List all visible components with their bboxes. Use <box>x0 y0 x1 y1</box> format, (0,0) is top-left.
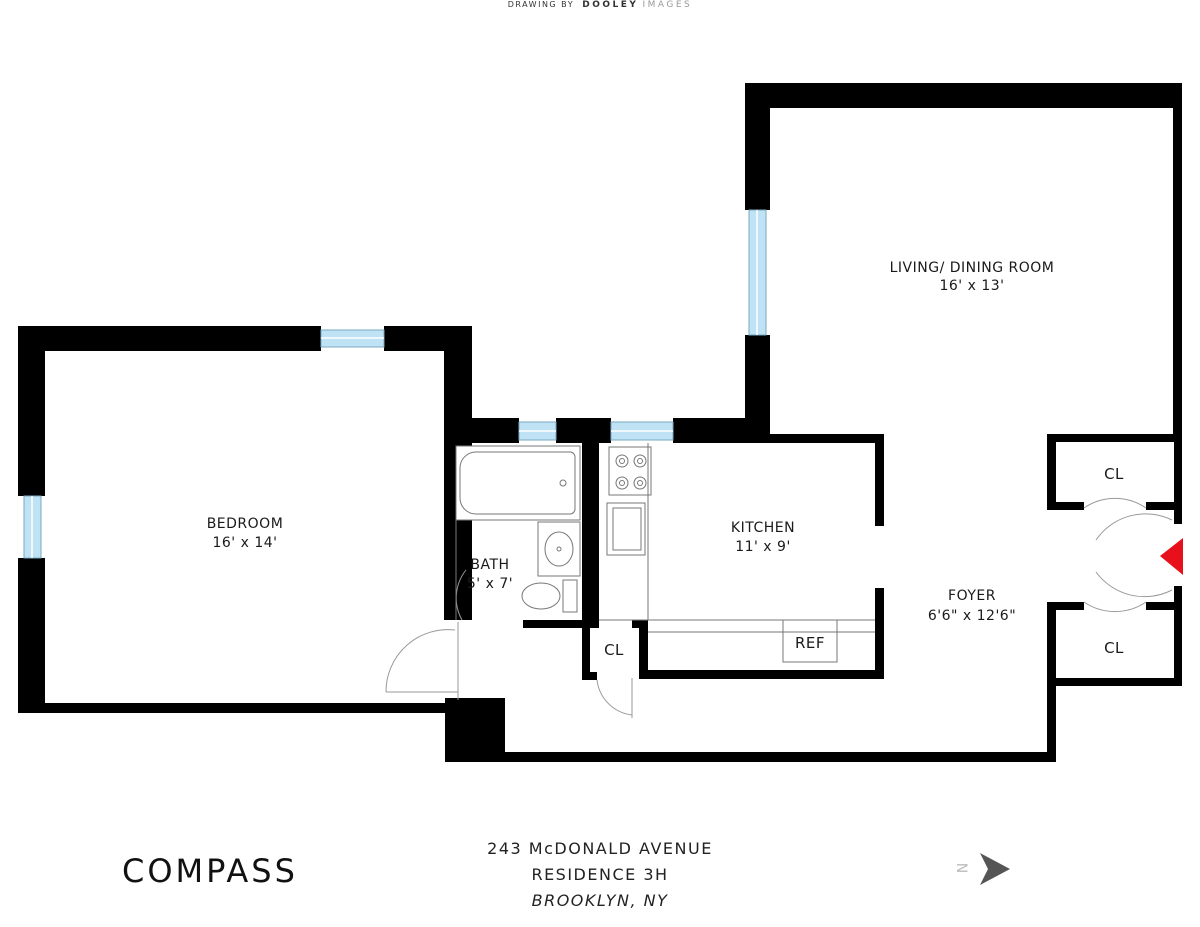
foyer-name: FOYER <box>948 588 996 604</box>
credit-prefix: DRAWING BY <box>507 0 575 9</box>
foyer-dims: 6'6" x 12'6" <box>928 608 1016 624</box>
entry-marker <box>1160 538 1183 575</box>
living-name: LIVING/ DINING ROOM <box>890 260 1055 276</box>
closet-label-lower: CL <box>1104 639 1124 657</box>
windows <box>23 209 767 559</box>
address-line2: RESIDENCE 3H <box>531 865 669 884</box>
kitchen-dims: 11' x 9' <box>735 539 791 555</box>
address-block: 243 McDONALD AVENUE RESIDENCE 3H BROOKLY… <box>450 836 750 914</box>
credit-brand-light: IMAGES <box>642 0 693 10</box>
address-line1: 243 McDONALD AVENUE <box>487 839 713 858</box>
walls <box>18 83 1182 762</box>
window-glazing-lines <box>31 210 758 558</box>
room-label-bedroom: BEDROOM 16' x 14' <box>207 516 284 551</box>
bedroom-dims: 16' x 14' <box>212 535 277 551</box>
north-letter: N <box>953 863 969 873</box>
bath-name: BATH <box>470 557 509 573</box>
address-line3: BROOKLYN, NY <box>531 891 669 910</box>
fridge-label: REF <box>795 634 825 652</box>
compass-logo: COMPASS <box>122 852 298 890</box>
room-label-bath: BATH 5' x 7' <box>467 557 513 592</box>
drawing-credit: DRAWING BY DOOLEY IMAGES <box>0 0 1200 10</box>
kitchen-fixtures <box>599 443 875 663</box>
bath-fixtures <box>455 445 581 620</box>
living-dims: 16' x 13' <box>939 278 1004 294</box>
closet-label-hall: CL <box>604 641 624 659</box>
door-swings <box>385 498 1173 718</box>
closet-label-upper: CL <box>1104 465 1124 483</box>
room-label-foyer: FOYER 6'6" x 12'6" <box>928 588 1016 624</box>
bath-dims: 5' x 7' <box>467 576 513 592</box>
room-label-living: LIVING/ DINING ROOM 16' x 13' <box>890 260 1055 294</box>
north-arrow-icon: N <box>953 853 1010 885</box>
bedroom-name: BEDROOM <box>207 516 284 532</box>
credit-brand: DOOLEY <box>582 0 639 10</box>
room-label-kitchen: KITCHEN 11' x 9' <box>731 520 795 555</box>
kitchen-name: KITCHEN <box>731 520 795 536</box>
